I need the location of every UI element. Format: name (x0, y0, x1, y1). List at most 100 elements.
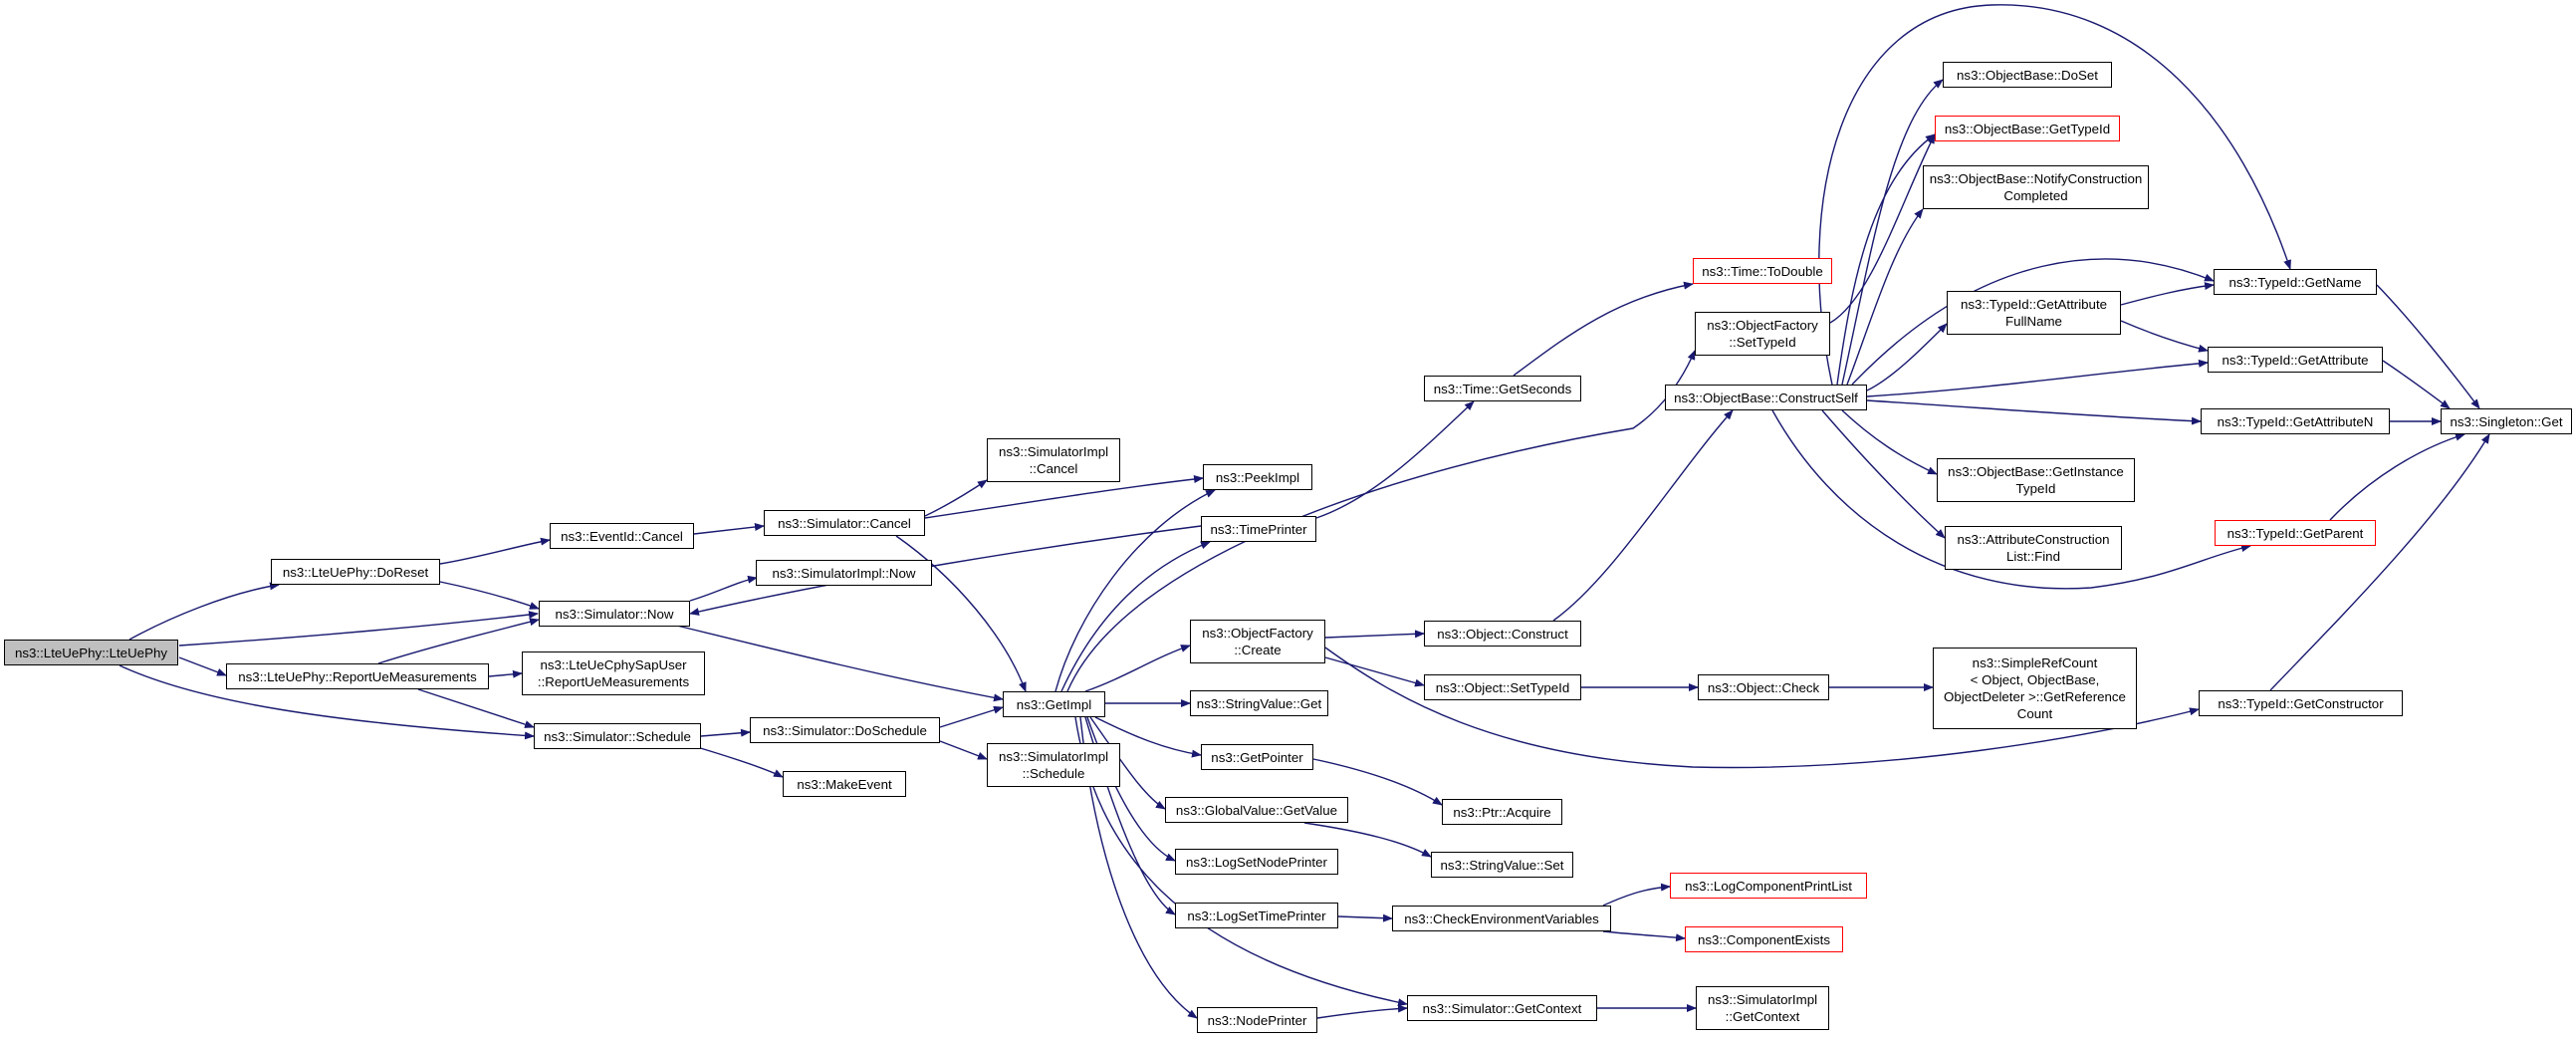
node-lteuephy-doreset[interactable]: ns3::LteUePhy::DoReset (271, 559, 440, 585)
node-simulatorimpl-cancel[interactable]: ns3::SimulatorImpl ::Cancel (987, 438, 1120, 482)
node-checkenvironmentvariables[interactable]: ns3::CheckEnvironmentVariables (1392, 906, 1611, 931)
node-makeevent[interactable]: ns3::MakeEvent (783, 771, 906, 797)
node-typeid-getconstructor[interactable]: ns3::TypeId::GetConstructor (2199, 690, 2403, 716)
call-edge (1846, 208, 1924, 386)
node-simulatorimpl-now[interactable]: ns3::SimulatorImpl::Now (756, 560, 932, 586)
node-logsetnodeprinter[interactable]: ns3::LogSetNodePrinter (1175, 849, 1338, 875)
call-edge (1841, 409, 1938, 475)
call-edge (696, 746, 784, 778)
node-object-check[interactable]: ns3::Object::Check (1698, 674, 1829, 700)
node-typeid-getname[interactable]: ns3::TypeId::GetName (2214, 269, 2377, 295)
call-edge (1324, 647, 2200, 769)
node-typeid-getattributen[interactable]: ns3::TypeId::GetAttributeN (2201, 408, 2390, 434)
call-edge (689, 575, 758, 602)
node-eventid-cancel[interactable]: ns3::EventId::Cancel (550, 523, 694, 549)
node-typeid-getparent[interactable]: ns3::TypeId::GetParent (2215, 520, 2376, 546)
node-object-construct[interactable]: ns3::Object::Construct (1424, 621, 1581, 647)
node-simulator-schedule[interactable]: ns3::Simulator::Schedule (534, 723, 701, 749)
node-typeid-getattribute[interactable]: ns3::TypeId::GetAttribute (2208, 347, 2383, 373)
call-edge (488, 669, 523, 678)
call-edge (895, 535, 1027, 692)
node-ltecphysapuser-report[interactable]: ns3::LteUeCphySapUser ::ReportUeMeasurem… (522, 651, 705, 695)
node-time-getseconds[interactable]: ns3::Time::GetSeconds (1424, 376, 1581, 401)
call-edge (1054, 489, 1216, 692)
node-stringvalue-get[interactable]: ns3::StringValue::Get (1190, 690, 1328, 716)
node-singleton-get[interactable]: ns3::Singleton::Get (2441, 408, 2572, 434)
call-edge (1094, 716, 1202, 758)
node-peekimpl[interactable]: ns3::PeekImpl (1203, 464, 1312, 490)
call-edge (1084, 645, 1191, 692)
call-edge (178, 611, 539, 647)
node-simulator-doschedule[interactable]: ns3::Simulator::DoSchedule (750, 717, 940, 743)
call-edge (1841, 79, 1944, 386)
node-timeprinter[interactable]: ns3::TimePrinter (1201, 516, 1316, 542)
call-edge (1060, 541, 1211, 692)
node-lteuephy-ctor: ns3::LteUePhy::LteUePhy (4, 640, 178, 665)
node-simplerefcount-getreferencecount[interactable]: ns3::SimpleRefCount < Object, ObjectBase… (1933, 648, 2137, 729)
node-lteuephy-reportuemeasurements[interactable]: ns3::LteUePhy::ReportUeMeasurements (226, 663, 489, 689)
call-edge (924, 475, 1204, 519)
call-edge (1337, 913, 1393, 922)
call-edge (1851, 258, 2215, 386)
node-object-settypeid[interactable]: ns3::Object::SetTypeId (1424, 674, 1581, 700)
call-edge (1513, 281, 1694, 377)
node-nodeprinter[interactable]: ns3::NodePrinter (1197, 1007, 1317, 1033)
node-ptr-acquire[interactable]: ns3::Ptr::Acquire (1442, 799, 1562, 825)
call-edge (118, 664, 535, 740)
call-edge (1771, 409, 2251, 590)
node-objectfactory-settypeid[interactable]: ns3::ObjectFactory ::SetTypeId (1695, 312, 1830, 356)
call-edge (2382, 360, 2451, 409)
call-edge (417, 688, 535, 728)
node-objectbase-constructself[interactable]: ns3::ObjectBase::ConstructSelf (1665, 385, 1867, 410)
call-edge (693, 523, 765, 535)
call-edge (939, 705, 1004, 728)
call-edge (1316, 1004, 1408, 1019)
call-edge (1818, 4, 2291, 386)
call-edge (439, 581, 540, 610)
node-simulator-cancel[interactable]: ns3::Simulator::Cancel (764, 510, 925, 536)
call-edge (1315, 400, 1475, 519)
call-edge (2120, 320, 2209, 353)
call-edge (1866, 359, 2209, 397)
call-edge (924, 479, 988, 517)
node-attributeconstructionlist-find[interactable]: ns3::AttributeConstruction List::Find (1945, 526, 2122, 570)
call-edge (2329, 432, 2465, 521)
call-edge (1866, 399, 2202, 425)
call-edge (2120, 282, 2215, 306)
node-simulatorimpl-getcontext[interactable]: ns3::SimulatorImpl ::GetContext (1696, 986, 1829, 1030)
node-objectbase-doset[interactable]: ns3::ObjectBase::DoSet (1943, 62, 2112, 88)
call-edge (1866, 323, 1948, 391)
call-edge (2376, 284, 2480, 409)
node-getpointer[interactable]: ns3::GetPointer (1201, 744, 1313, 770)
call-edge (1602, 883, 1671, 907)
call-edge (1303, 822, 1432, 858)
call-edge (1066, 350, 1696, 692)
node-componentexists[interactable]: ns3::ComponentExists (1685, 926, 1843, 952)
call-edge (676, 625, 1004, 702)
node-objectfactory-create[interactable]: ns3::ObjectFactory ::Create (1190, 620, 1325, 663)
call-edge (1836, 133, 1936, 386)
node-logsettimeprinter[interactable]: ns3::LogSetTimePrinter (1175, 903, 1338, 928)
call-edge (1312, 758, 1443, 806)
node-getimpl[interactable]: ns3::GetImpl (1003, 691, 1105, 717)
node-simulator-now[interactable]: ns3::Simulator::Now (539, 601, 690, 627)
node-objectbase-notifyconstructioncompleted[interactable]: ns3::ObjectBase::NotifyConstruction Comp… (1923, 165, 2149, 209)
call-edge (1602, 930, 1686, 942)
node-typeid-getattributefullname[interactable]: ns3::TypeId::GetAttribute FullName (1947, 291, 2121, 335)
node-simulator-getcontext[interactable]: ns3::Simulator::GetContext (1407, 995, 1597, 1021)
call-edge (377, 618, 540, 664)
node-logcomponentprintlist[interactable]: ns3::LogComponentPrintList (1670, 873, 1867, 899)
node-objectbase-getinstancetypeid[interactable]: ns3::ObjectBase::GetInstance TypeId (1937, 458, 2135, 502)
call-edge (939, 740, 988, 760)
node-stringvalue-set[interactable]: ns3::StringValue::Set (1431, 852, 1573, 878)
call-edge (2269, 433, 2490, 691)
node-simulatorimpl-schedule[interactable]: ns3::SimulatorImpl ::Schedule (987, 743, 1120, 787)
call-edge (689, 525, 1202, 616)
call-edge (1552, 409, 1734, 622)
call-edge (700, 728, 751, 737)
call-edge (1089, 716, 1166, 810)
node-globalvalue-getvalue[interactable]: ns3::GlobalValue::GetValue (1165, 797, 1348, 823)
call-edge (128, 582, 280, 641)
node-objectbase-gettypeid[interactable]: ns3::ObjectBase::GetTypeId (1935, 116, 2120, 141)
node-time-todouble[interactable]: ns3::Time::ToDouble (1693, 258, 1832, 284)
